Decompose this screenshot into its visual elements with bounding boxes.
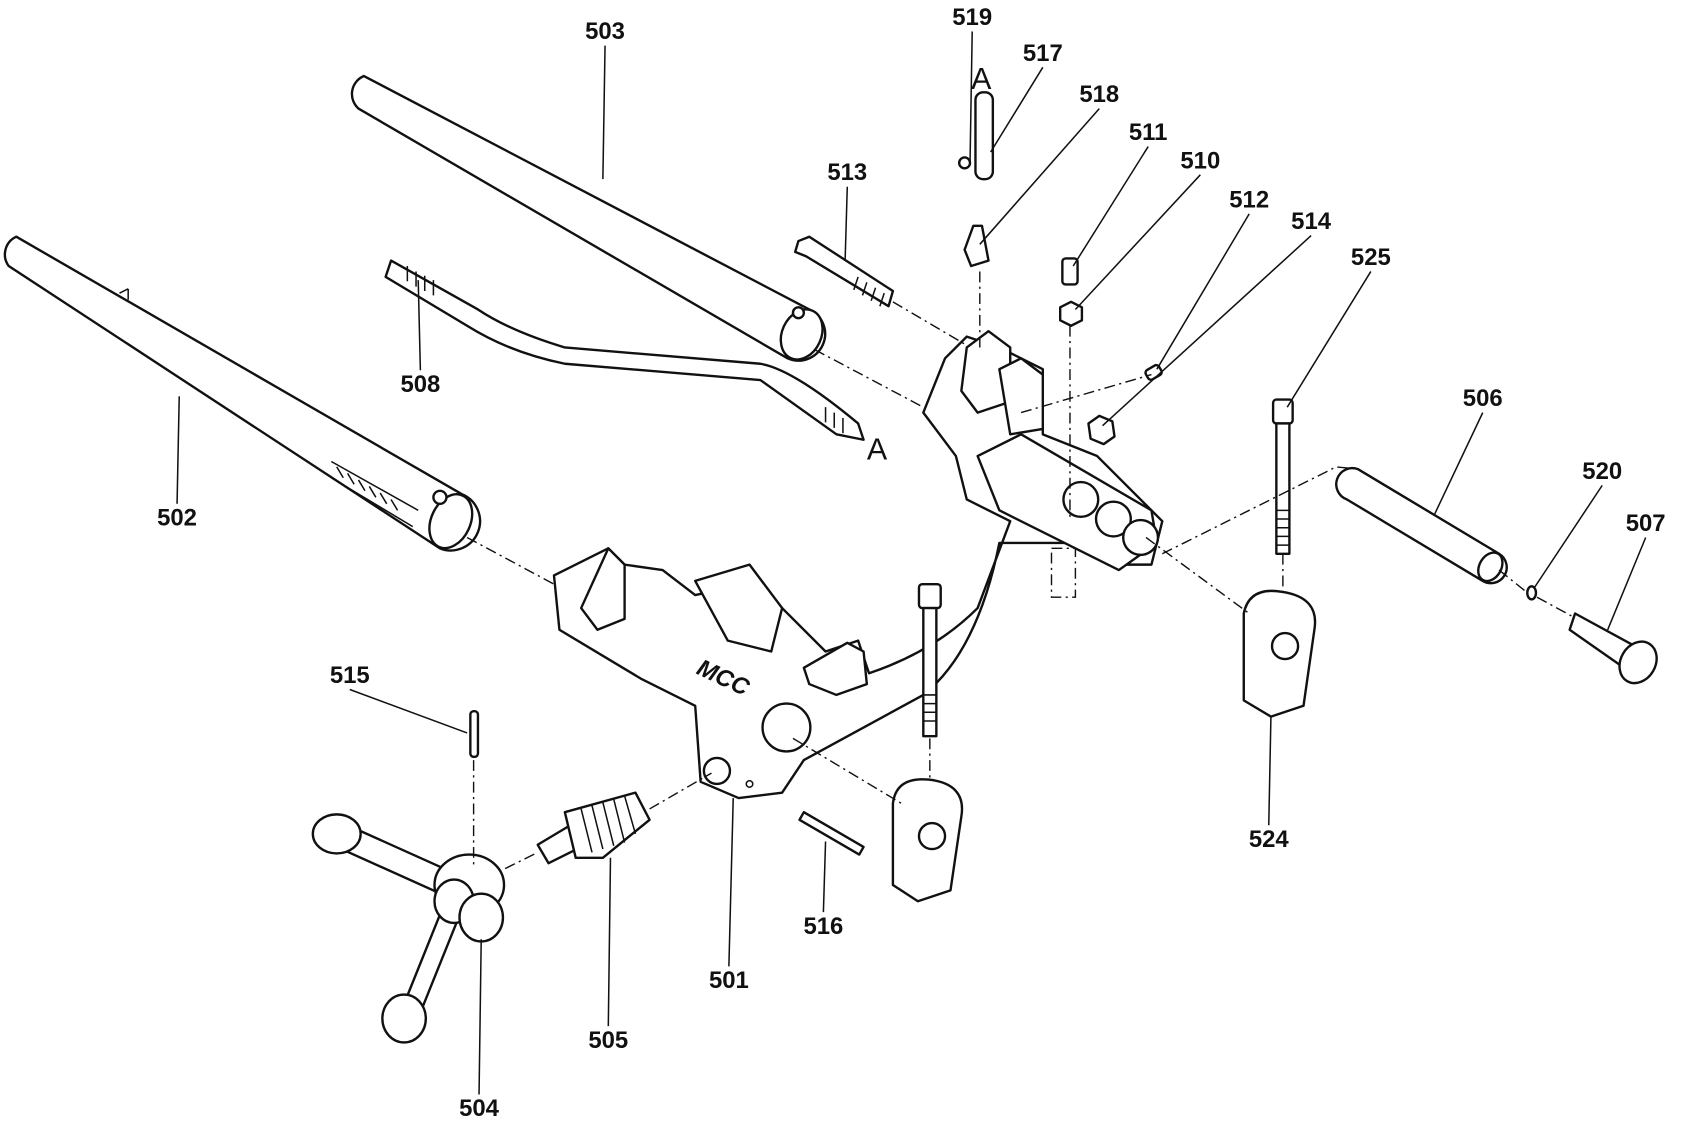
- part-label-513: 513: [827, 159, 867, 186]
- handle-504: [311, 813, 506, 1044]
- pin-515: [469, 710, 480, 759]
- tube-503: [350, 74, 827, 362]
- leader-line-516: [822, 841, 827, 913]
- bolt-513: [793, 235, 895, 308]
- leader-line-501: [728, 798, 734, 967]
- grease-fitting-518: [963, 224, 990, 268]
- part-label-515: 515: [330, 662, 370, 689]
- leader-line-519: [969, 31, 973, 163]
- assembly-lines: [466, 271, 1574, 870]
- leader-line-508: [417, 280, 422, 371]
- leader-line-507: [1606, 537, 1647, 631]
- leader-line-512: [1156, 213, 1250, 370]
- nut-514: [1087, 414, 1116, 446]
- part-label-503: 503: [585, 18, 625, 45]
- leader-line-524: [1267, 716, 1272, 826]
- threaded-rod-508: [384, 259, 865, 441]
- part-label-504: 504: [459, 1095, 500, 1122]
- leader-line-525: [1286, 271, 1372, 408]
- reference-mark-a-top: A: [971, 62, 992, 96]
- leader-line-520: [1533, 484, 1603, 589]
- leader-line-505: [607, 857, 612, 1027]
- reference-mark-a-left: A: [867, 432, 888, 466]
- part-label-514: 514: [1291, 208, 1332, 235]
- part-label-508: 508: [400, 371, 440, 398]
- part-label-505: 505: [588, 1027, 628, 1054]
- part-label-518: 518: [1079, 81, 1119, 108]
- socket-bolt-525: [1271, 398, 1294, 555]
- socket-bolt-lower: [917, 582, 942, 738]
- part-labels: 501 502 503 504 505 506 507 508 510 511 512 513 514 5…: [157, 4, 1665, 1122]
- clamp-block-524: [1242, 589, 1317, 718]
- leader-line-510: [1074, 174, 1201, 310]
- leader-line-506: [1433, 412, 1484, 517]
- tube-502: [3, 235, 482, 552]
- part-label-506: 506: [1463, 385, 1503, 412]
- leader-line-504: [478, 939, 482, 1095]
- leader-line-502: [176, 396, 180, 504]
- leader-line-515: [349, 688, 468, 734]
- bolt-507: [1568, 612, 1658, 685]
- leader-line-511: [1072, 146, 1149, 267]
- pin-506: [1335, 466, 1508, 585]
- part-label-502: 502: [157, 505, 197, 532]
- part-label-519: 519: [952, 4, 992, 31]
- part-label-512: 512: [1229, 186, 1269, 213]
- part-label-524: 524: [1249, 826, 1290, 853]
- ring-520: [1526, 585, 1538, 601]
- part-label-516: 516: [803, 913, 843, 940]
- leader-lines: [176, 31, 1647, 1095]
- leader-line-513: [844, 186, 849, 261]
- frame-501: MCC: [552, 329, 1164, 800]
- part-label-525: 525: [1351, 244, 1391, 271]
- part-label-507: 507: [1626, 510, 1666, 537]
- leader-line-517: [990, 66, 1044, 153]
- leader-line-518: [979, 108, 1100, 245]
- part-label-511: 511: [1129, 119, 1168, 146]
- pinion-505: [536, 791, 651, 865]
- leader-line-514: [1102, 235, 1312, 427]
- leader-line-503: [602, 45, 606, 180]
- pin-517: [957, 91, 995, 181]
- part-label-517: 517: [1023, 40, 1063, 67]
- part-label-510: 510: [1180, 147, 1220, 174]
- clamp-block-lower: [891, 778, 964, 903]
- pin-516: [798, 811, 865, 856]
- part-label-520: 520: [1582, 458, 1622, 485]
- part-label-501: 501: [709, 967, 749, 994]
